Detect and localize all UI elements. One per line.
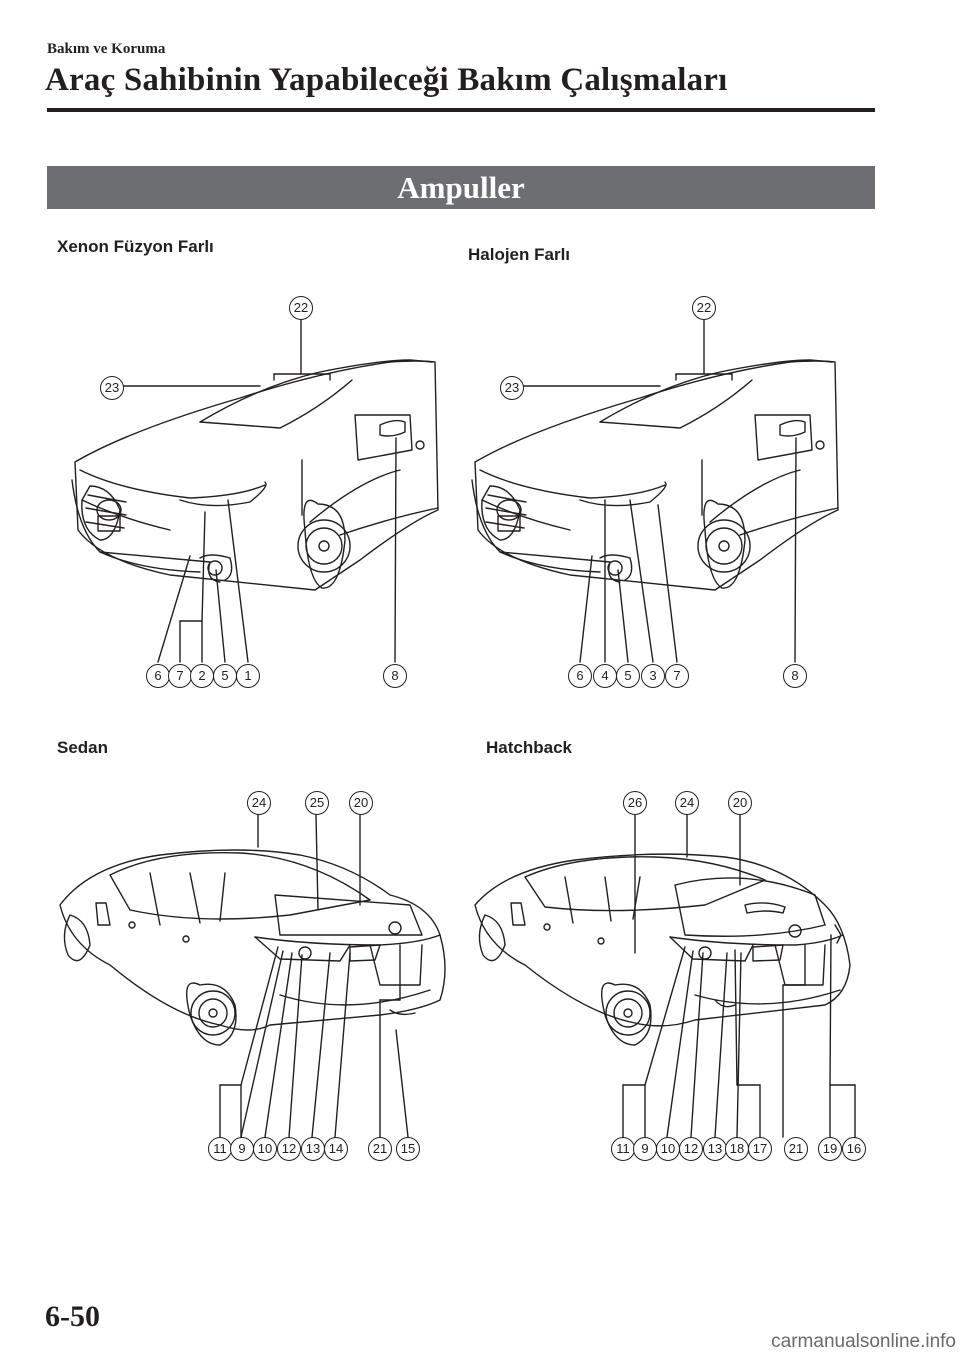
callout-5: 5 <box>616 664 640 688</box>
callout-13: 13 <box>301 1137 325 1161</box>
callout-19: 19 <box>818 1137 842 1161</box>
section-banner: Ampuller <box>47 166 875 209</box>
page-number: 6-50 <box>45 1300 100 1333</box>
callout-25: 25 <box>305 791 329 815</box>
xenon-front-car-figure: 22 23 6 7 2 5 1 8 <box>60 290 450 690</box>
page-title: Araç Sahibinin Yapabileceği Bakım Çalışm… <box>45 62 728 98</box>
callout-26: 26 <box>623 791 647 815</box>
hatchback-rear-car-figure: 26 24 20 11 9 10 12 13 18 17 21 19 16 <box>465 785 875 1185</box>
watermark: carmanualsonline.info <box>771 1331 956 1352</box>
callout-6: 6 <box>146 664 170 688</box>
callout-11: 11 <box>208 1137 232 1161</box>
callout-8: 8 <box>383 664 407 688</box>
callout-22: 22 <box>692 296 716 320</box>
callout-7: 7 <box>665 664 689 688</box>
callout-13: 13 <box>703 1137 727 1161</box>
callout-21: 21 <box>784 1137 808 1161</box>
callout-5: 5 <box>213 664 237 688</box>
xenon-label: Xenon Füzyon Farlı <box>57 237 214 256</box>
hatchback-label: Hatchback <box>486 738 572 757</box>
callout-7: 7 <box>168 664 192 688</box>
callout-9: 9 <box>230 1137 254 1161</box>
callout-23: 23 <box>100 376 124 400</box>
sedan-label: Sedan <box>57 738 109 757</box>
callout-11: 11 <box>611 1137 635 1161</box>
callout-4: 4 <box>593 664 617 688</box>
callout-14: 14 <box>324 1137 348 1161</box>
callout-16: 16 <box>842 1137 866 1161</box>
callout-12: 12 <box>679 1137 703 1161</box>
callout-9: 9 <box>633 1137 657 1161</box>
sedan-rear-car-figure: 24 25 20 11 9 10 12 13 14 21 15 <box>50 785 460 1185</box>
section-label: Bakım ve Koruma <box>47 41 166 57</box>
callout-20: 20 <box>349 791 373 815</box>
callout-23: 23 <box>500 376 524 400</box>
callout-8: 8 <box>783 664 807 688</box>
callout-24: 24 <box>247 791 271 815</box>
callout-15: 15 <box>396 1137 420 1161</box>
callout-20: 20 <box>728 791 752 815</box>
callout-10: 10 <box>656 1137 680 1161</box>
callout-10: 10 <box>253 1137 277 1161</box>
callout-1: 1 <box>236 664 260 688</box>
callout-12: 12 <box>277 1137 301 1161</box>
callout-22: 22 <box>289 296 313 320</box>
halogen-front-car-figure: 22 23 6 4 5 3 7 8 <box>460 290 850 690</box>
callout-18: 18 <box>725 1137 749 1161</box>
callout-17: 17 <box>748 1137 772 1161</box>
callout-6: 6 <box>568 664 592 688</box>
halogen-label: Halojen Farlı <box>468 245 571 264</box>
callout-3: 3 <box>641 664 665 688</box>
title-rule <box>47 108 875 112</box>
callout-24: 24 <box>675 791 699 815</box>
callout-2: 2 <box>190 664 214 688</box>
callout-21: 21 <box>368 1137 392 1161</box>
banner-title: Ampuller <box>397 170 525 205</box>
